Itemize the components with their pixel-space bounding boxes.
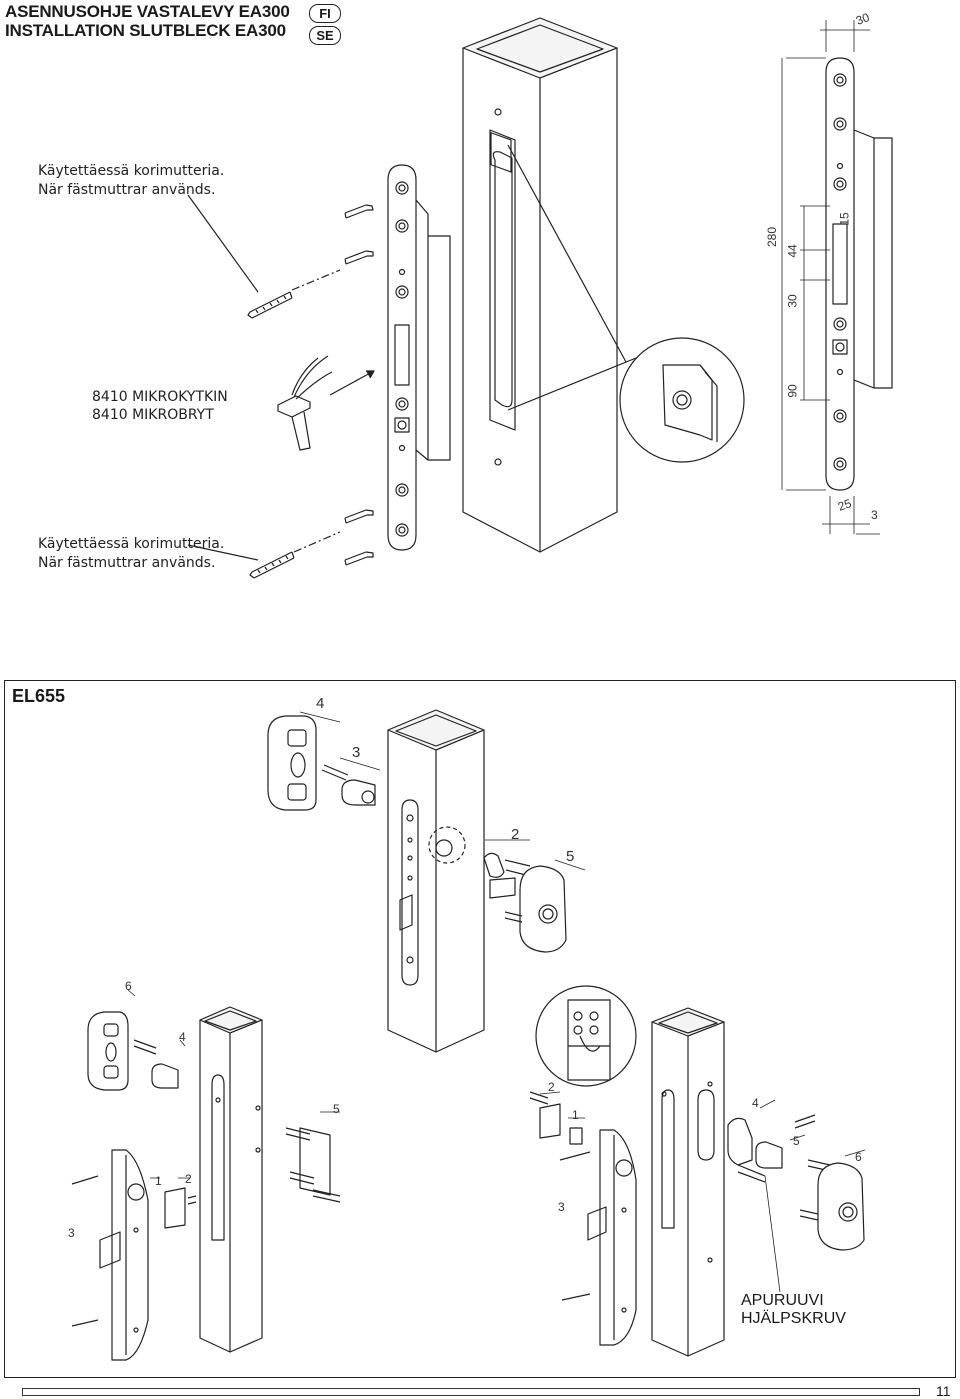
helper-screw-se: HJÄLPSKRUV (741, 1310, 846, 1327)
microswitch-label-fi: 8410 MIKROKYTKIN (92, 389, 228, 405)
strike-plate-installation-drawing (187, 17, 893, 579)
callout-b-1: 1 (155, 1174, 162, 1188)
language-badge-fi: FI (309, 4, 341, 23)
note-bottom: Käytettäessä korimutteria. När fästmuttr… (38, 535, 224, 573)
note-bottom-se: När fästmuttrar används. (38, 555, 216, 571)
callout-a-2: 2 (511, 826, 520, 843)
document-title: ASENNUSOHJE VASTALEVY EA300 INSTALLATION… (5, 2, 290, 40)
callout-a-4: 4 (316, 695, 325, 712)
note-top-se: När fästmuttrar används. (38, 182, 216, 198)
helper-screw-fi: APURUUVI (741, 1292, 824, 1309)
callout-c-4: 4 (752, 1096, 759, 1110)
callout-c-5: 5 (793, 1134, 800, 1148)
callout-b-2: 2 (185, 1172, 192, 1186)
el655-title: EL655 (12, 686, 66, 706)
dimension-depth: 3 (871, 508, 878, 522)
microswitch-label-se: 8410 MIKROBRYT (92, 407, 214, 423)
callout-b-3: 3 (68, 1226, 75, 1240)
callout-c-2: 2 (548, 1080, 555, 1094)
note-bottom-fi: Käytettäessä korimutteria. (38, 536, 225, 552)
language-badge-se: SE (309, 26, 341, 45)
title-line-fi: ASENNUSOHJE VASTALEVY EA300 (5, 2, 290, 21)
callout-a-5: 5 (566, 848, 575, 865)
callout-b-5: 5 (333, 1102, 340, 1116)
screw-icon (344, 204, 374, 219)
note-top-fi: Käytettäessä korimutteria. (38, 163, 225, 179)
page-number: 11 (936, 1383, 951, 1399)
title-line-se: INSTALLATION SLUTBLECK EA300 (5, 21, 286, 40)
callout-c-3: 3 (558, 1200, 565, 1214)
helper-screw-label: APURUUVI HJÄLPSKRUV (741, 1292, 846, 1328)
footer-bar (22, 1388, 920, 1396)
microswitch-label: 8410 MIKROKYTKIN 8410 MIKROBRYT (92, 388, 228, 424)
callout-c-1: 1 (572, 1108, 579, 1122)
callout-c-6: 6 (855, 1150, 862, 1164)
callout-a-3: 3 (352, 744, 361, 761)
el655-frame (4, 680, 956, 1378)
callout-b-4: 4 (179, 1030, 186, 1044)
note-top: Käytettäessä korimutteria. När fästmuttr… (38, 162, 224, 200)
callout-b-6: 6 (125, 979, 132, 993)
